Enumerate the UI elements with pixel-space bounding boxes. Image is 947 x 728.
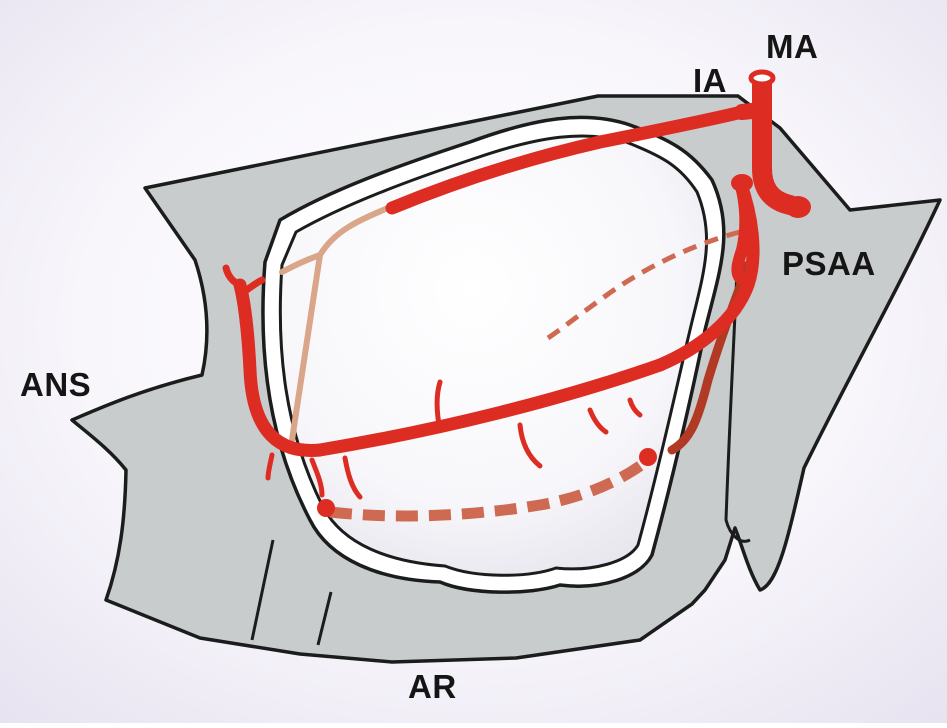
label-ma: MA	[766, 30, 818, 63]
ma-branch-end	[785, 196, 811, 218]
label-ia: IA	[693, 64, 727, 97]
label-psaa: PSAA	[782, 247, 876, 280]
psaa-junction	[731, 174, 753, 192]
ma-to-ia-branch	[742, 110, 762, 112]
anastomosis-lower-right	[639, 448, 657, 466]
label-ans: ANS	[20, 368, 91, 401]
ma-vessel-lumen	[751, 72, 773, 84]
anastomosis-lower-left	[317, 499, 335, 517]
label-ar: AR	[408, 670, 457, 703]
